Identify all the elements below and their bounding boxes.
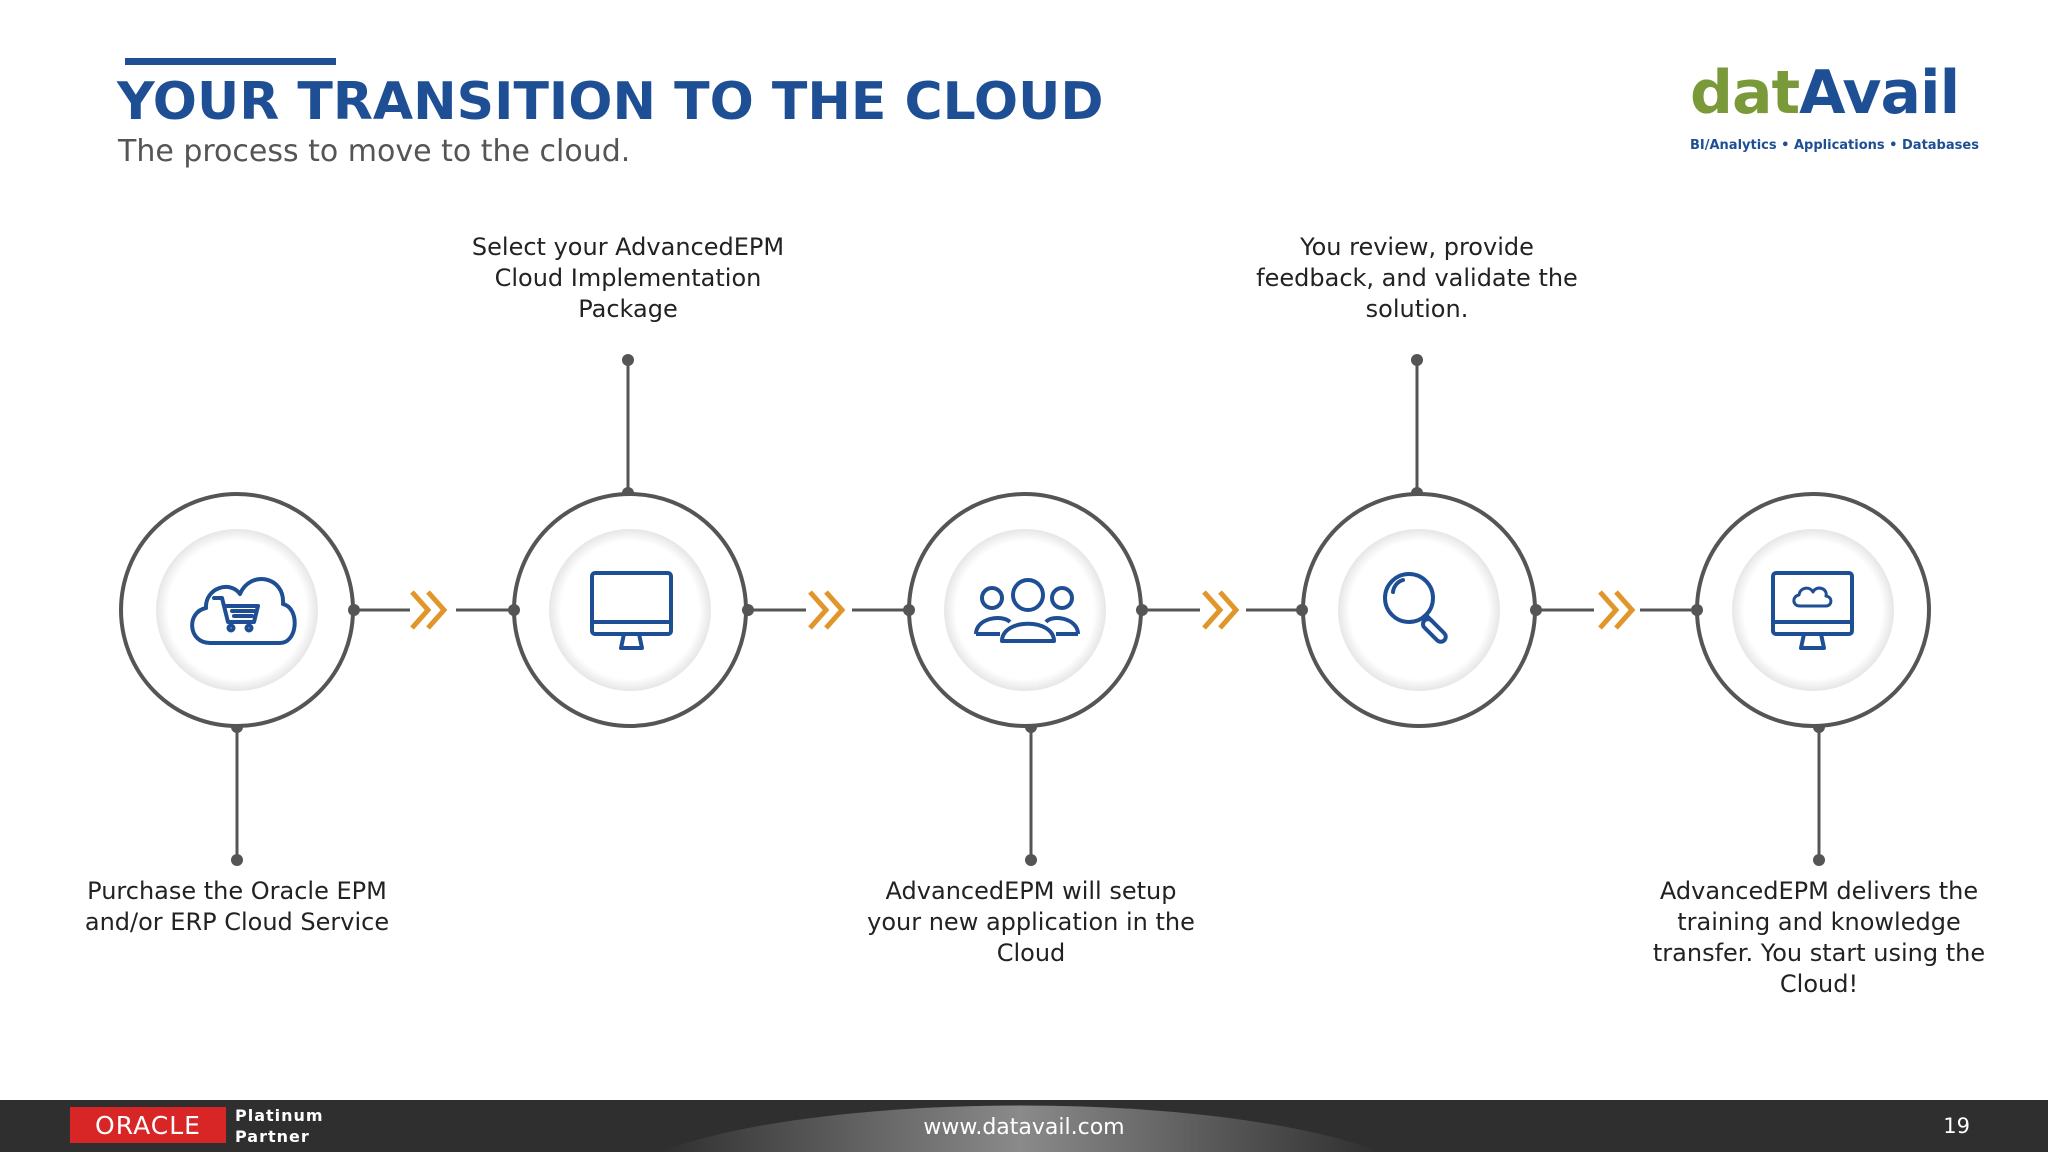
- connector-dot: [1296, 604, 1308, 616]
- people-group-icon: [974, 578, 1080, 643]
- step-1-text: Purchase the Oracle EPM and/or ERP Cloud…: [84, 877, 390, 936]
- chevron-double-right-icon: [808, 590, 846, 630]
- logo-wordmark-dat: dat: [1690, 58, 1800, 128]
- connector-dot: [1691, 604, 1703, 616]
- stem-dot: [231, 854, 243, 866]
- title-accent-line: [125, 58, 336, 65]
- page-number: 19: [1943, 1114, 1970, 1138]
- chevron-double-right-icon: [1202, 590, 1240, 630]
- stem-dot: [1411, 354, 1423, 366]
- partner-line-2: Partner: [235, 1127, 310, 1146]
- partner-line-1: Platinum: [235, 1106, 324, 1125]
- step-circle-4: [1296, 492, 1542, 728]
- monitor-icon: [590, 571, 673, 650]
- logo-wordmark: datAvail: [1690, 58, 1960, 128]
- cloud-cart-icon: [190, 577, 297, 645]
- step-circle-2: [508, 492, 754, 728]
- stem-dot: [1813, 854, 1825, 866]
- footer-arc: [660, 1105, 1380, 1152]
- step-3-text: AdvancedEPM will setup your new applicat…: [867, 877, 1195, 967]
- stem-dot: [622, 354, 634, 366]
- connector-dot: [903, 604, 915, 616]
- chevron-double-right-icon: [410, 590, 448, 630]
- connector-dot: [1530, 604, 1542, 616]
- stem-dot: [1025, 854, 1037, 866]
- slide-title: YOUR TRANSITION TO THE CLOUD: [117, 72, 1104, 132]
- process-diagram: [119, 354, 1931, 866]
- logo-tagline: BI/Analytics • Applications • Databases: [1690, 138, 1979, 153]
- step-5-text: AdvancedEPM delivers the training and kn…: [1652, 877, 1986, 998]
- footer-url: www.datavail.com: [923, 1115, 1125, 1140]
- step-circle-5: [1691, 492, 1931, 728]
- chevron-double-right-icon: [1598, 590, 1636, 630]
- connector-dot: [742, 604, 754, 616]
- logo-wordmark-avail: Avail: [1799, 58, 1960, 128]
- datavail-logo: datAvail BI/Analytics • Applications • D…: [1680, 58, 1979, 158]
- monitor-cloud-icon: [1771, 571, 1854, 650]
- magnifier-icon: [1383, 572, 1448, 644]
- connector-dot: [348, 604, 360, 616]
- connector-dot: [508, 604, 520, 616]
- slide-subtitle: The process to move to the cloud.: [118, 134, 631, 169]
- oracle-logo: ORACLE: [70, 1107, 226, 1143]
- step-2-text: Select your AdvancedEPM Cloud Implementa…: [471, 233, 785, 323]
- step-4-text: You review, provide feedback, and valida…: [1256, 233, 1578, 323]
- connector-dot: [1136, 604, 1148, 616]
